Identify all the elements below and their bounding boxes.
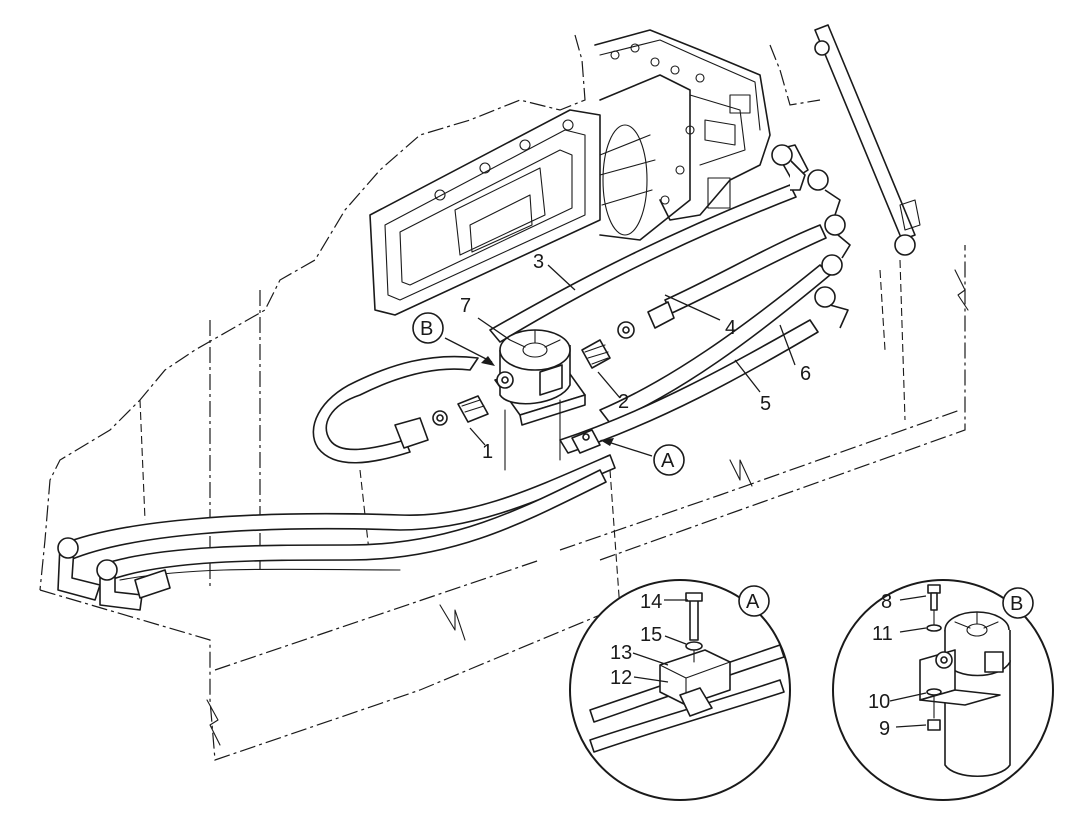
callout-1: 1 [482, 441, 493, 463]
detail-view-b: 8 11 10 9 B [832, 579, 1054, 801]
callout-3: 3 [533, 251, 544, 273]
detail-view-a: 14 15 13 12 A [569, 579, 791, 801]
filter-assembly [312, 329, 586, 471]
callout-2: 2 [618, 391, 629, 413]
view-b-label-detail: B [1010, 593, 1023, 615]
callout-7: 7 [460, 295, 471, 317]
callout-6: 6 [800, 363, 811, 385]
transmission-housing [369, 29, 771, 316]
leader-lines [444, 264, 796, 457]
callout-13: 13 [610, 642, 632, 664]
callout-10: 10 [868, 691, 890, 713]
callout-11: 11 [872, 623, 893, 645]
callout-8: 8 [881, 591, 892, 613]
main-callouts: 1 2 3 4 5 6 7 [460, 251, 811, 463]
view-a-label-detail: A [746, 591, 760, 613]
hose-assemblies [57, 144, 851, 611]
view-a-label-main: A [661, 450, 675, 472]
side-tube [814, 24, 921, 256]
view-bubble-b-main: B [412, 312, 444, 344]
machine-outline [39, 34, 969, 761]
view-b-label-main: B [420, 318, 433, 340]
callout-15: 15 [640, 624, 662, 646]
callout-14: 14 [640, 591, 662, 613]
callout-4: 4 [725, 317, 736, 339]
clamp [571, 429, 601, 454]
callout-5: 5 [760, 393, 771, 415]
view-bubble-a-main: A [653, 444, 685, 476]
callout-9: 9 [879, 718, 890, 740]
callout-12: 12 [610, 667, 632, 689]
